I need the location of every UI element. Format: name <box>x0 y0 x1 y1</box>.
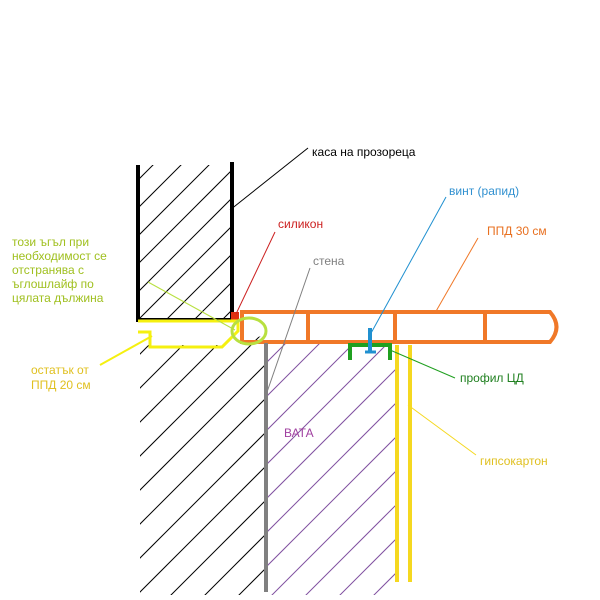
corner-note-line: този ъгъл при <box>12 235 89 249</box>
ppd30-board <box>240 310 559 344</box>
label-screw: винт (рапид) <box>449 184 519 198</box>
leader-silicone <box>235 231 276 315</box>
window-frame-hatching <box>138 160 466 325</box>
hatch-line <box>573 335 600 600</box>
leader-ppd30 <box>434 237 479 314</box>
corner-note-line: ъглошлайф по <box>12 277 94 291</box>
hatch-line <box>138 227 230 320</box>
hatch-line <box>271 468 398 595</box>
hatch-line <box>140 335 265 595</box>
hatch-line <box>138 165 182 209</box>
ppd20-line: ППД 20 см <box>31 378 91 392</box>
hatch-line <box>140 335 233 595</box>
label-ppd20: остатък от ППД 20 см <box>31 363 91 392</box>
label-corner-note: този ъгъл при необходимост се отстранява… <box>12 235 107 305</box>
hatch-line <box>140 335 265 595</box>
corner-note-line: необходимост се <box>12 249 107 263</box>
hatch-line <box>268 342 390 464</box>
corner-note-line: цялата дължина <box>12 291 104 305</box>
leader-wall <box>265 267 311 396</box>
wall-hatching <box>140 335 265 595</box>
hatch-line <box>138 171 230 265</box>
hatch-line <box>305 502 398 595</box>
hatch-line <box>140 335 199 595</box>
hatch-line <box>268 342 356 430</box>
hatch-line <box>140 335 265 595</box>
hatch-line <box>339 536 398 595</box>
label-wall: стена <box>313 254 345 268</box>
ppd20-line: остатък от <box>31 363 89 377</box>
ppd20-remainder <box>138 319 240 349</box>
hatch-line <box>193 283 230 320</box>
corner-ring <box>230 316 268 346</box>
leader-drywall <box>407 404 477 456</box>
hatch-line <box>221 311 230 320</box>
hatch-line <box>165 335 265 595</box>
label-profile: профил ЦД <box>460 371 524 385</box>
hatch-line <box>138 165 210 237</box>
leader-corner <box>147 281 236 331</box>
hatch-line <box>539 335 600 600</box>
leader-profile <box>389 349 456 379</box>
hatch-line <box>138 199 230 293</box>
hatch-line <box>268 342 322 396</box>
hatch-line <box>268 366 398 498</box>
corner-note-line: отстранява с <box>12 263 84 277</box>
leader-window-frame <box>229 147 309 211</box>
silicone-bead <box>231 312 239 320</box>
hatch-line <box>199 335 265 595</box>
label-drywall: гипсокартон <box>480 454 548 468</box>
leader-screw <box>369 196 447 336</box>
label-ppd30: ППД 30 см <box>487 224 547 238</box>
label-window-frame: каса на прозореца <box>312 145 416 159</box>
hatch-line <box>140 335 265 595</box>
insulation-hatching <box>268 335 600 600</box>
hatch-line <box>268 400 398 532</box>
hatch-line <box>165 255 230 320</box>
label-insulation: ВАТА <box>284 426 314 440</box>
hatch-line <box>140 335 265 595</box>
hatch-line <box>268 434 398 566</box>
hatch-line <box>273 160 438 325</box>
label-silicone: силикон <box>278 217 323 231</box>
leader-ppd20 <box>99 335 153 366</box>
hatch-line <box>301 160 466 325</box>
